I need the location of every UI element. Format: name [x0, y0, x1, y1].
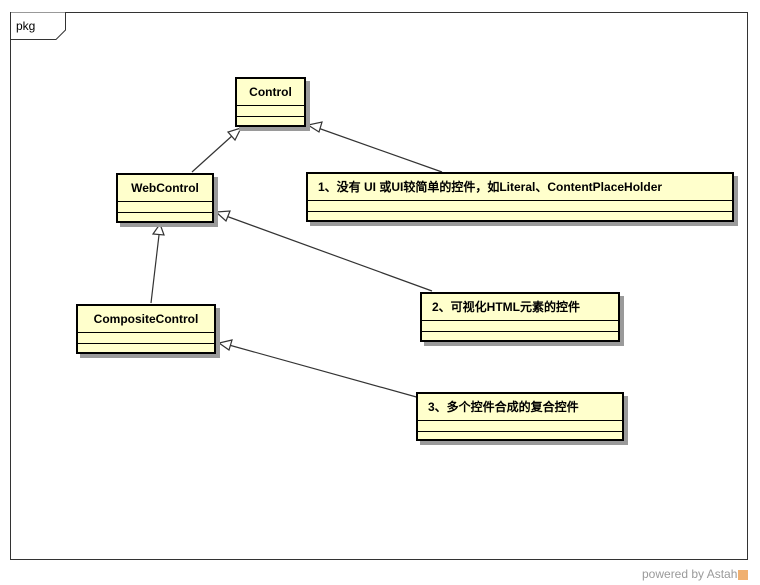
astah-watermark: powered by Astah	[642, 567, 749, 581]
arrowhead-webcontrol-control	[226, 127, 243, 142]
edge-note1-control	[317, 127, 443, 173]
edge-composite-webcontrol	[150, 234, 160, 304]
operations-compartment	[118, 213, 212, 223]
edge-webcontrol-control	[191, 134, 234, 173]
class-control[interactable]: Control	[235, 77, 306, 127]
operations-compartment	[78, 344, 214, 354]
arrowhead-note1-control	[306, 121, 323, 133]
class-compositecontrol[interactable]: CompositeControl	[76, 304, 216, 354]
operations-compartment	[308, 212, 732, 222]
class-webcontrol[interactable]: WebControl	[116, 173, 214, 223]
note-composite-controls[interactable]: 3、多个控件合成的复合控件	[416, 392, 624, 441]
operations-compartment	[418, 432, 622, 442]
package-label: pkg	[16, 19, 36, 33]
class-name-control: Control	[237, 79, 304, 106]
arrowhead-composite-webcontrol	[151, 222, 165, 236]
arrowhead-note3-composite	[217, 339, 233, 351]
note-text-3: 3、多个控件合成的复合控件	[418, 394, 622, 421]
operations-compartment	[422, 332, 618, 342]
edge-note2-webcontrol	[225, 215, 433, 292]
attributes-compartment	[237, 106, 304, 117]
astah-logo-icon	[738, 569, 749, 580]
note-simple-ui-controls[interactable]: 1、没有 UI 或UI较简单的控件，如Literal、ContentPlaceH…	[306, 172, 734, 222]
attributes-compartment	[78, 333, 214, 344]
note-html-element-controls[interactable]: 2、可视化HTML元素的控件	[420, 292, 620, 342]
attributes-compartment	[422, 321, 618, 332]
class-name-webcontrol: WebControl	[118, 175, 212, 202]
arrowhead-note2-webcontrol	[214, 210, 231, 223]
attributes-compartment	[118, 202, 212, 213]
package-tab	[10, 12, 66, 40]
watermark-text: powered by Astah	[642, 567, 738, 581]
attributes-compartment	[418, 421, 622, 432]
operations-compartment	[237, 117, 304, 127]
attributes-compartment	[308, 201, 732, 212]
class-name-compositecontrol: CompositeControl	[78, 306, 214, 333]
package-frame	[10, 12, 748, 560]
note-text-1: 1、没有 UI 或UI较简单的控件，如Literal、ContentPlaceH…	[308, 174, 732, 201]
edge-note3-composite	[228, 344, 421, 399]
note-text-2: 2、可视化HTML元素的控件	[422, 294, 618, 321]
